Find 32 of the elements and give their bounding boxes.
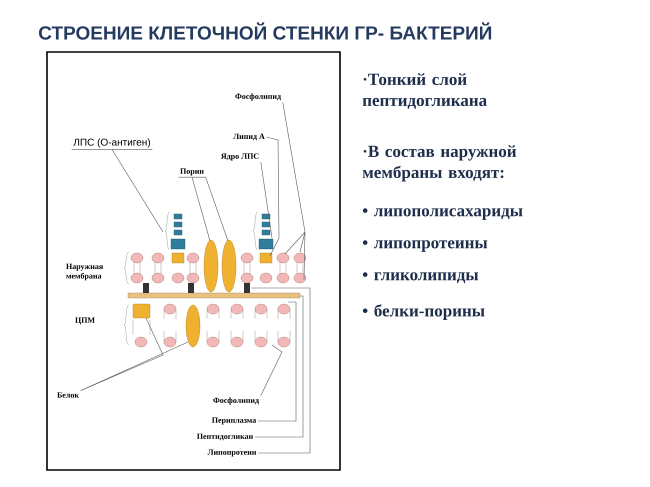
- part-label: Пептидогликан: [196, 434, 253, 440]
- part-label: Фосфолипид: [235, 93, 281, 101]
- part-label: ЛПС (О-антиген): [73, 138, 150, 148]
- part-label: Липопротеин: [208, 450, 256, 456]
- leader-line: [205, 176, 228, 242]
- leader-line: [258, 302, 296, 422]
- bullet-text: • липополисахариды: [362, 208, 523, 220]
- leader-line: [71, 149, 164, 232]
- part-label: Фосфолипид: [213, 397, 259, 405]
- leader-line: [266, 136, 280, 256]
- part-label: Порин: [180, 168, 204, 176]
- leader-line: [282, 102, 306, 280]
- bullet-text: • липопротеины: [362, 240, 488, 252]
- leader-line: [250, 288, 310, 454]
- leader-line: [254, 296, 304, 438]
- part-label: ЦПМ: [75, 318, 95, 324]
- title: СТРОЕНИЕ КЛЕТОЧНОЙ СТЕНКИ ГР- БАКТЕРИЙ: [38, 22, 492, 40]
- part-label: Наружная мембрана: [66, 264, 103, 280]
- bullet-text: ·В состав наружной мембраны входят:: [362, 145, 516, 182]
- cell-wall-drawing: [124, 212, 306, 348]
- bullet-text: • белки-порины: [362, 304, 485, 320]
- part-label: Периплазма: [212, 418, 256, 424]
- part-label: Белок: [57, 392, 79, 398]
- leader-line: [260, 162, 272, 238]
- bullet-text: • гликолипиды: [362, 272, 478, 284]
- leader-line: [178, 176, 210, 242]
- leader-line: [80, 318, 164, 391]
- leader-line: [80, 342, 188, 391]
- bullet-text: ·Тонкий слой пептидогликана: [362, 73, 487, 109]
- leader-line: [260, 344, 282, 396]
- part-label: Липид А: [233, 134, 265, 140]
- part-label: Ядро ЛПС: [220, 154, 258, 160]
